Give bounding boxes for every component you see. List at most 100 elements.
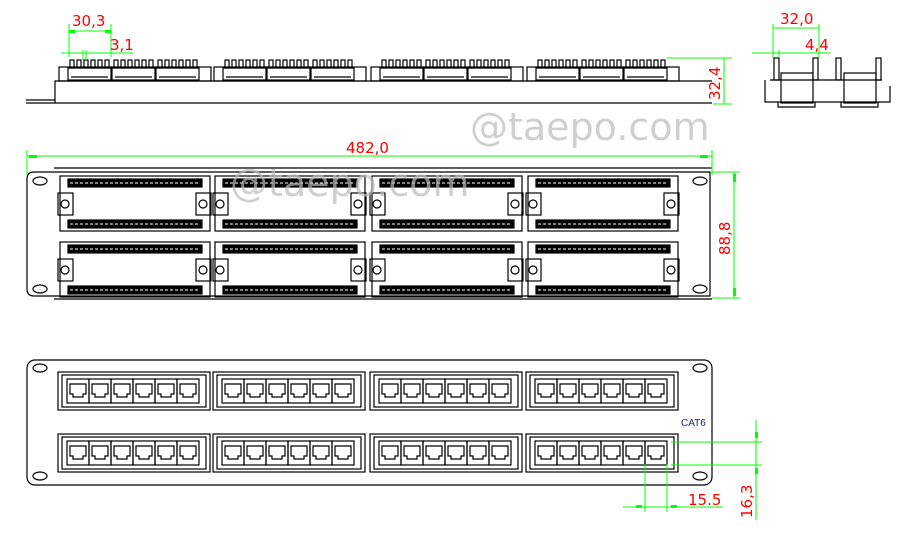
dim-top-pitch-line	[61, 24, 133, 60]
rear-view-clip-screw	[510, 199, 520, 209]
top-view-idc-tooth	[333, 59, 339, 69]
top-view-idc-tooth	[113, 59, 119, 69]
rj45-jack-icon	[647, 445, 665, 460]
rear-view-clip-screw	[372, 199, 382, 209]
top-view-idc-block	[222, 67, 267, 81]
top-view-idc-tooth	[268, 59, 274, 69]
top-view-idc-tooth	[558, 59, 564, 69]
rear-view-clip	[525, 192, 542, 216]
top-view-idc-block	[579, 67, 624, 81]
top-view-idc-block	[266, 67, 311, 81]
top-view-idc-tooth	[395, 59, 401, 69]
rj45-jack-icon	[69, 445, 87, 460]
rj45-jack-icon	[469, 445, 487, 460]
rj45-jack-icon	[246, 383, 264, 398]
mounting-hole	[692, 176, 708, 186]
rj45-jack-icon	[491, 383, 509, 398]
dim-arrow	[69, 30, 75, 33]
rj45-port	[644, 440, 668, 466]
rear-view-clip-screw	[528, 265, 538, 275]
top-view-idc-tooth	[157, 59, 163, 69]
rj45-port	[488, 378, 512, 404]
dim-arrow	[755, 468, 758, 474]
dim-depth-label: 32,4	[706, 67, 724, 100]
rj45-jack-icon	[268, 445, 286, 460]
side-view-module-right	[843, 72, 877, 104]
top-view-module	[526, 66, 680, 82]
dim-overall-width-label: 482,0	[346, 139, 389, 157]
top-view-idc-tooth	[296, 59, 302, 69]
rear-view-panel-outline	[26, 171, 711, 297]
rear-view-module	[214, 241, 366, 298]
top-view-idc-tooth	[425, 59, 431, 69]
rear-view-clip-screw	[666, 265, 676, 275]
top-view-idc-tooth	[446, 59, 452, 69]
rj45-jack-icon	[113, 383, 131, 398]
top-view-idc-tooth	[319, 59, 325, 69]
rear-view-clip-screw	[60, 199, 70, 209]
rj45-jack-icon	[625, 383, 643, 398]
rj45-port	[488, 440, 512, 466]
top-view-idc-tooth	[127, 59, 133, 69]
front-view-module-frame	[529, 436, 675, 470]
rj45-jack-icon	[581, 445, 599, 460]
dim-overall-width-line	[26, 150, 713, 175]
top-view-idc-block	[535, 67, 580, 81]
rj45-jack-icon	[647, 383, 665, 398]
top-view-idc-tooth	[76, 59, 82, 69]
top-view-idc-tooth	[551, 59, 557, 69]
top-view-idc-tooth	[504, 59, 510, 69]
top-view-idc-tooth	[402, 59, 408, 69]
top-view-idc-block	[423, 67, 468, 81]
rear-view-module	[59, 175, 211, 232]
rj45-jack-icon	[135, 383, 153, 398]
top-view-idc-tooth	[632, 59, 638, 69]
front-view-module-frame	[216, 374, 362, 408]
rear-view-clip-screw	[198, 199, 208, 209]
top-view-idc-tooth	[497, 59, 503, 69]
top-view-idc-tooth	[312, 59, 318, 69]
top-view-idc-tooth	[134, 59, 140, 69]
top-view-idc-block	[379, 67, 424, 81]
top-view-idc-tooth	[432, 59, 438, 69]
dim-arrow	[29, 155, 37, 158]
top-view-idc-tooth	[381, 59, 387, 69]
rear-view-clip-screw	[60, 265, 70, 275]
dim-port-height-label: 16,3	[738, 485, 756, 518]
top-view-idc-tooth	[231, 59, 237, 69]
top-view-idc-tooth	[282, 59, 288, 69]
dim-side-gap-label: 4,4	[805, 36, 829, 54]
rear-view-module	[371, 241, 523, 298]
rj45-jack-icon	[290, 445, 308, 460]
rj45-jack-icon	[559, 383, 577, 398]
dim-depth-line	[667, 57, 732, 105]
top-view-idc-tooth	[588, 59, 594, 69]
watermark: @taepo.com	[470, 105, 710, 149]
rear-view-clip	[663, 258, 680, 282]
dim-arrow	[671, 505, 677, 508]
side-view-outline	[764, 79, 891, 108]
mounting-hole	[32, 363, 48, 373]
front-view-module	[212, 433, 366, 473]
top-view-module	[58, 66, 212, 82]
top-view-idc-tooth	[171, 59, 177, 69]
rear-view-module	[527, 241, 679, 298]
rj45-port	[176, 440, 200, 466]
top-view-idc-tooth	[340, 59, 346, 69]
top-view-idc-tooth	[97, 59, 103, 69]
top-view-idc-tooth	[141, 59, 147, 69]
rear-view-clip	[212, 192, 229, 216]
rj45-jack-icon	[537, 445, 555, 460]
top-view-idc-tooth	[625, 59, 631, 69]
top-view-idc-block	[623, 67, 668, 81]
front-view-module	[57, 371, 211, 411]
top-view-idc-tooth	[565, 59, 571, 69]
rear-view-clip	[663, 192, 680, 216]
rj45-jack-icon	[581, 383, 599, 398]
top-view-idc-tooth	[476, 59, 482, 69]
rear-view-clip-screw	[353, 265, 363, 275]
rj45-jack-icon	[157, 383, 175, 398]
dim-arrow	[755, 432, 758, 438]
rj45-jack-icon	[246, 445, 264, 460]
rj45-jack-icon	[91, 383, 109, 398]
